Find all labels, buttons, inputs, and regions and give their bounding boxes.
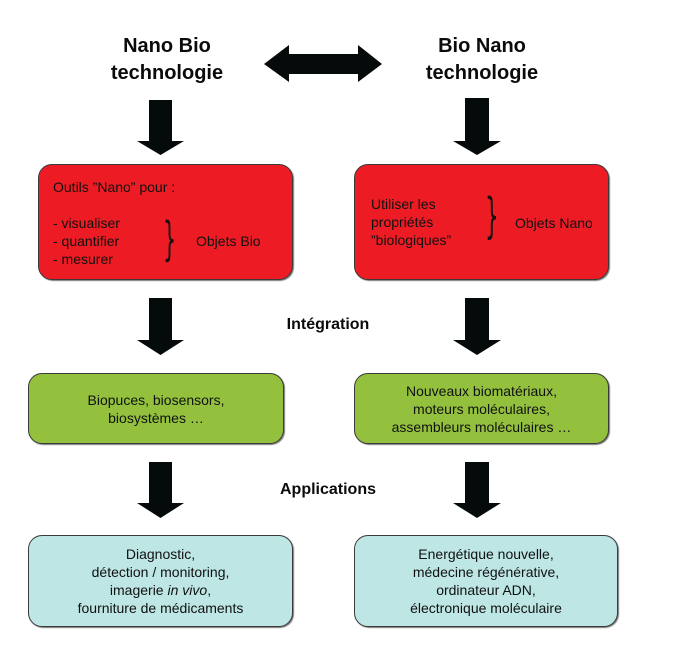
integration-left-text: Biopuces, biosensors, biosystèmes … [29, 391, 283, 427]
down-arrow-icon [453, 462, 501, 518]
tools-box-left: Outils ”Nano” pour : - visualiser - quan… [38, 164, 293, 280]
applications-right-line: ordinateur ADN, [436, 582, 536, 598]
curly-brace-icon: } [485, 188, 499, 244]
applications-right-text: Energétique nouvelle, médecine régénérat… [355, 545, 617, 617]
applications-left-line: imagerie in vivo, [29, 581, 292, 599]
applications-right-line: électronique moléculaire [410, 600, 562, 616]
integration-right-line: assembleurs moléculaires … [391, 418, 572, 435]
tools-left-item: - quantifier [53, 233, 120, 249]
header-right-line2: technologie [425, 62, 539, 84]
tools-right-text: Utiliser les propriétés ”biologiques” [371, 195, 451, 249]
tools-right-line: ”biologiques” [371, 232, 452, 248]
tools-right-target: Objets Nano [515, 215, 593, 231]
down-arrow-icon [453, 98, 501, 155]
integration-right-line: Nouveaux biomatériaux, [406, 382, 557, 399]
tools-left-item: - visualiser [53, 215, 120, 231]
stage-label-applications: Applications [279, 481, 376, 498]
applications-left-line3-prefix: imagerie [109, 582, 168, 598]
header-left-line1: Nano Bio [123, 35, 211, 57]
integration-left-line: Biopuces, biosensors, [87, 391, 225, 408]
integration-left-line: biosystèmes … [108, 409, 204, 426]
applications-box-left: Diagnostic, détection / monitoring, imag… [28, 535, 293, 627]
curly-brace-icon: } [163, 212, 177, 266]
integration-box-right: Nouveaux biomatériaux, moteurs moléculai… [354, 373, 609, 444]
applications-left-line: fourniture de médicaments [77, 600, 244, 616]
tools-left-target: Objets Bio [196, 233, 261, 249]
down-arrow-icon [137, 462, 184, 518]
stage-label-integration: Intégration [286, 316, 370, 333]
down-arrow-icon [137, 100, 184, 155]
tools-left-list: - visualiser - quantifier - mesurer [53, 214, 120, 268]
tools-left-item: - mesurer [53, 251, 113, 267]
applications-right-line: médecine régénérative, [412, 564, 560, 580]
header-right-line1: Bio Nano [438, 35, 526, 57]
integration-box-left: Biopuces, biosensors, biosystèmes … [28, 373, 284, 444]
tools-left-heading: Outils ”Nano” pour : [53, 179, 176, 195]
integration-right-line: moteurs moléculaires, [413, 400, 550, 417]
double-arrow-icon [264, 45, 382, 82]
applications-left-line: détection / monitoring, [91, 564, 230, 580]
applications-left-text: Diagnostic, détection / monitoring, imag… [29, 545, 292, 617]
header-nano-bio: Nano Bio technologie [67, 33, 267, 87]
header-left-line2: technologie [110, 62, 224, 84]
header-bio-nano: Bio Nano technologie [382, 33, 582, 87]
applications-left-line3-italic: in vivo [167, 582, 208, 598]
applications-box-right: Energétique nouvelle, médecine régénérat… [354, 535, 618, 627]
integration-right-text: Nouveaux biomatériaux, moteurs moléculai… [355, 382, 608, 436]
applications-right-line: Energétique nouvelle, [418, 546, 554, 562]
tools-right-line: propriétés [371, 214, 434, 230]
tools-right-line: Utiliser les [371, 196, 436, 212]
applications-left-line: Diagnostic, [125, 546, 196, 562]
down-arrow-icon [137, 298, 184, 355]
applications-left-line3-suffix: , [207, 582, 212, 598]
down-arrow-icon [453, 298, 501, 355]
tools-box-right: Utiliser les propriétés ”biologiques” } … [354, 164, 609, 280]
